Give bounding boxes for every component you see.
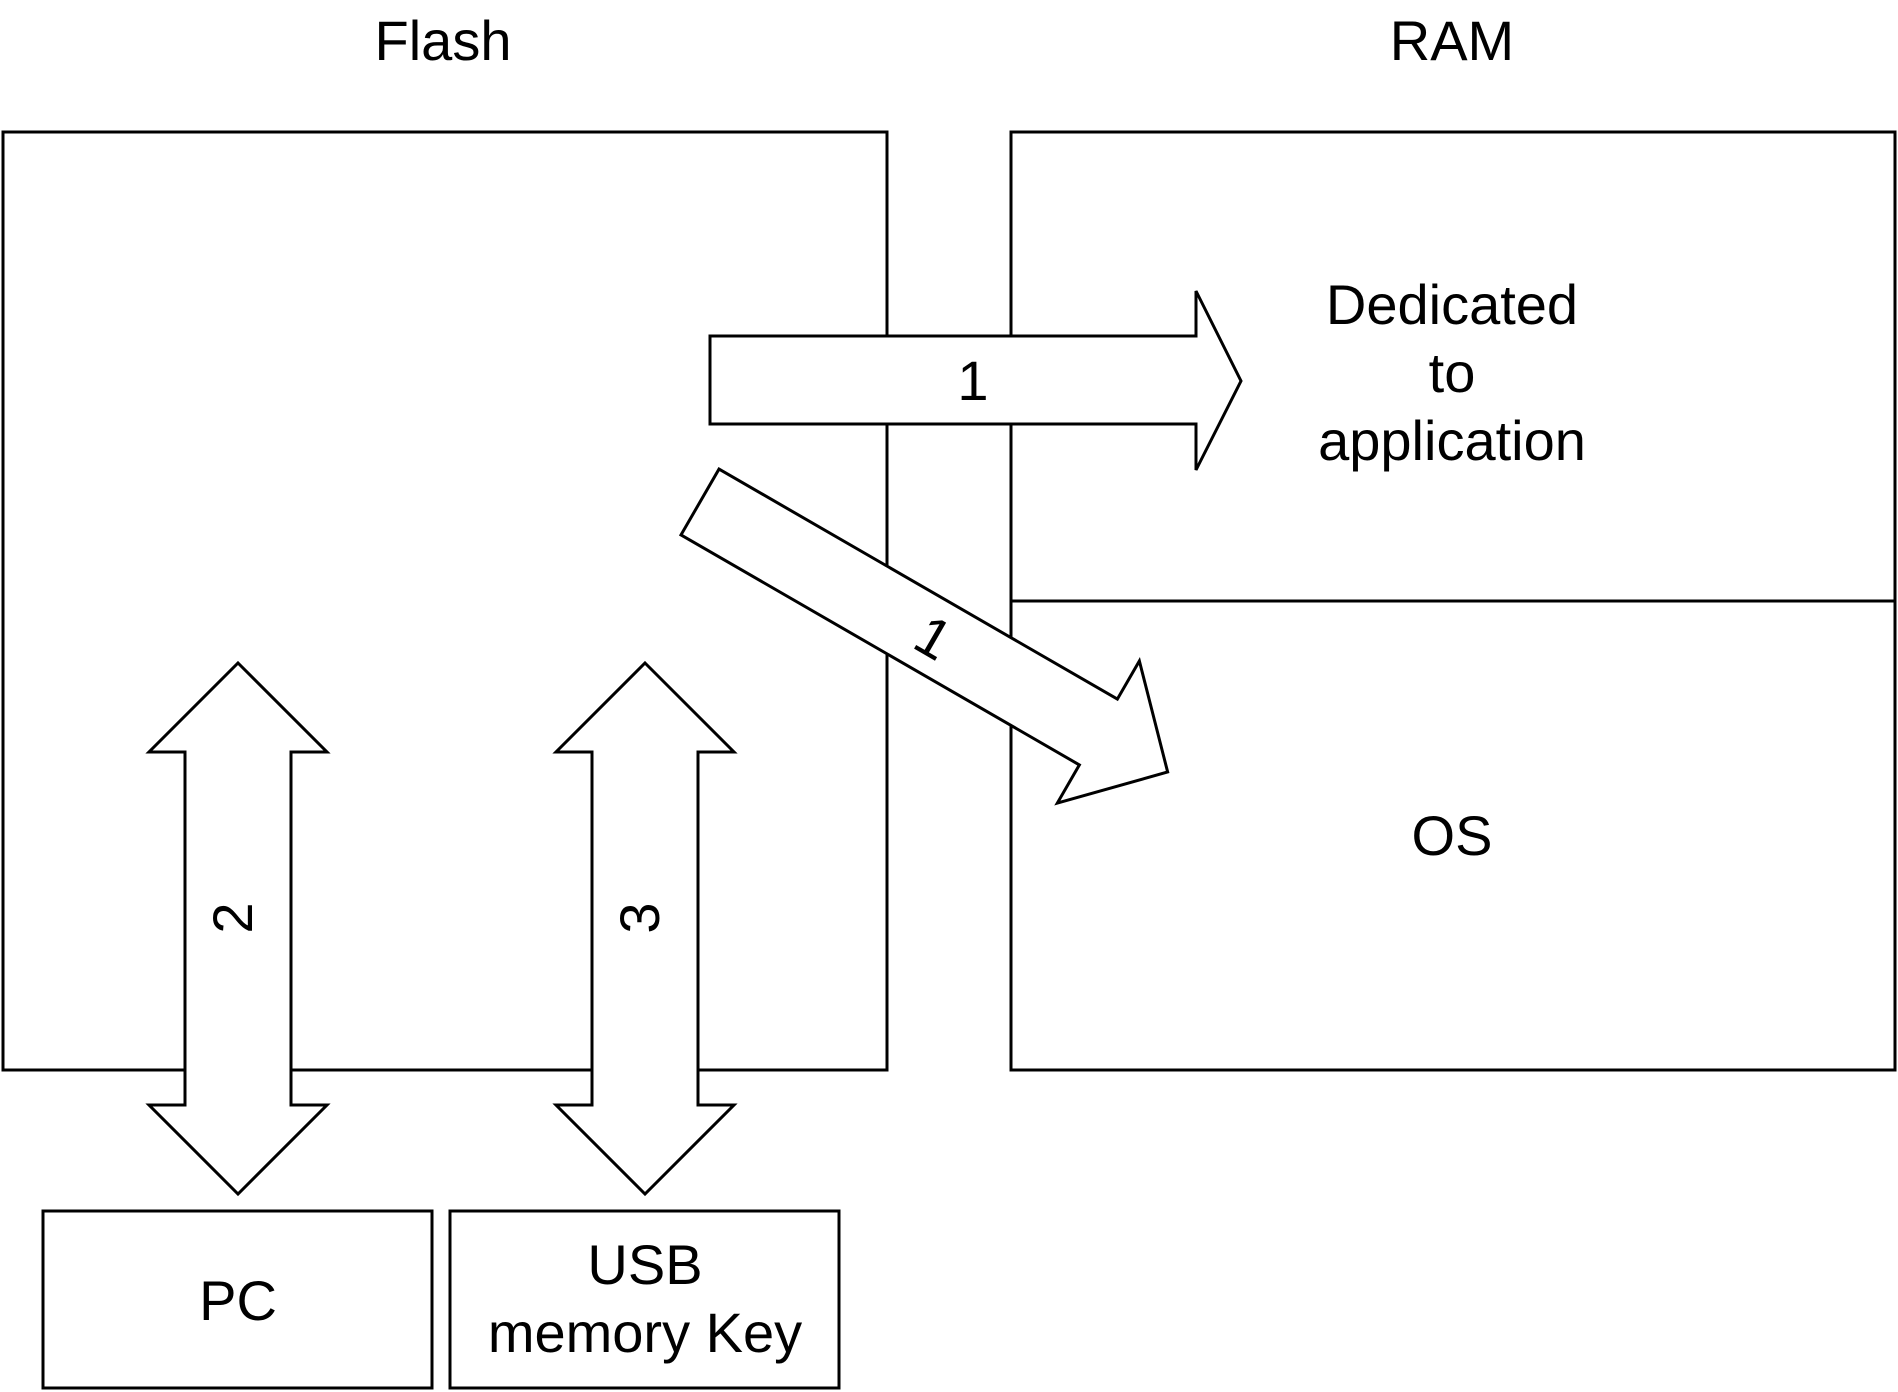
flash-block — [1, 130, 889, 1072]
arrow-to-os: 1 — [678, 467, 1170, 806]
usb-key-box — [448, 1209, 841, 1390]
flash-title: Flash — [375, 9, 512, 72]
arrow-usb-link — [552, 660, 738, 1197]
dedicated-region-label-line3: application — [1318, 409, 1586, 472]
ram-title: RAM — [1390, 9, 1514, 72]
dedicated-region-label-line2: to — [1429, 341, 1476, 404]
usb-key-label-line2: memory Key — [488, 1301, 802, 1364]
arrow-pc-link — [145, 660, 331, 1197]
arrow-usb-link-label: 3 — [608, 902, 671, 933]
pc-box — [41, 1209, 434, 1390]
arrow-to-os-body — [678, 467, 1170, 806]
arrow-to-application — [708, 290, 1243, 471]
pc-label: PC — [199, 1269, 277, 1332]
arrow-to-application-label: 1 — [957, 349, 988, 412]
usb-key-label-line1: USB — [587, 1233, 702, 1296]
dedicated-region-label-line1: Dedicated — [1326, 273, 1578, 336]
arrow-pc-link-label: 2 — [201, 902, 264, 933]
os-region-label: OS — [1412, 804, 1493, 867]
